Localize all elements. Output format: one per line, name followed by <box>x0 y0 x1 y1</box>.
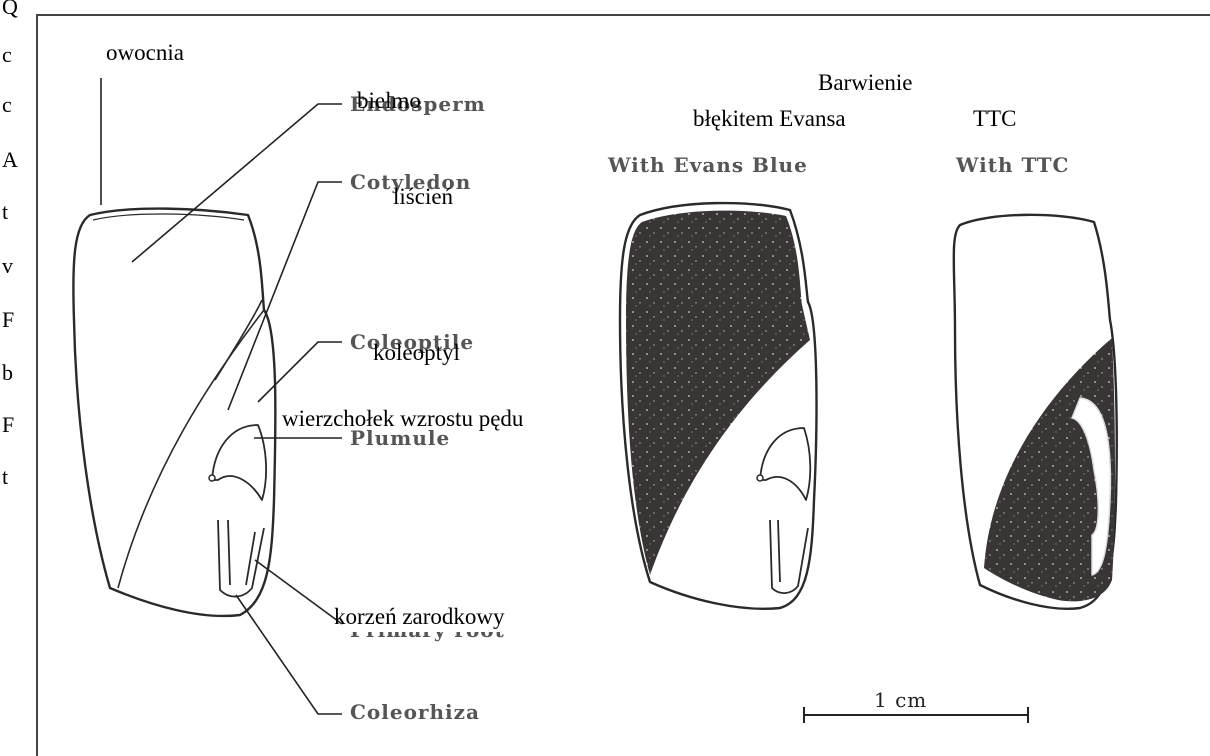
scale-bar-label: 1 cm <box>874 688 927 712</box>
label-en-with-ttc: With TTC <box>956 153 1069 177</box>
label-pl-ttc: TTC <box>973 106 1016 132</box>
label-pl-endosperm: bielmo <box>357 88 421 114</box>
label-en-coleorhiza: Coleorhiza <box>350 700 480 724</box>
label-pl-plumule: wierzchołek wzrostu pędu <box>282 406 523 432</box>
label-pl-staining-title: Barwienie <box>818 70 913 96</box>
primary-root-shape <box>218 520 264 597</box>
label-pl-coleoptile: koleoptyl <box>373 340 460 366</box>
leader-coleoptile <box>258 342 342 402</box>
leader-lines <box>101 78 342 714</box>
label-pl-primary-root: korzeń zarodkowy <box>334 604 505 630</box>
coleoptile-tip <box>209 475 215 481</box>
labelled-seed <box>73 209 275 616</box>
label-en-with-evans-blue: With Evans Blue <box>608 153 808 177</box>
seed-outline-inner <box>93 214 244 220</box>
evans-coleoptile-tip <box>757 475 763 481</box>
label-pl-evans-blue: błękitem Evansa <box>693 106 846 132</box>
embryo-boundary-line <box>118 310 264 588</box>
label-pl-cotyledon: liścień <box>393 184 453 210</box>
ttc-seed <box>954 215 1117 609</box>
seed-outline <box>73 209 275 616</box>
leader-endosperm <box>132 104 342 262</box>
evans-blue-seed <box>620 203 816 609</box>
coleoptile-shape <box>212 425 266 500</box>
leader-primary-root <box>255 560 342 624</box>
label-pl-pericarp: owocnia <box>106 40 184 66</box>
